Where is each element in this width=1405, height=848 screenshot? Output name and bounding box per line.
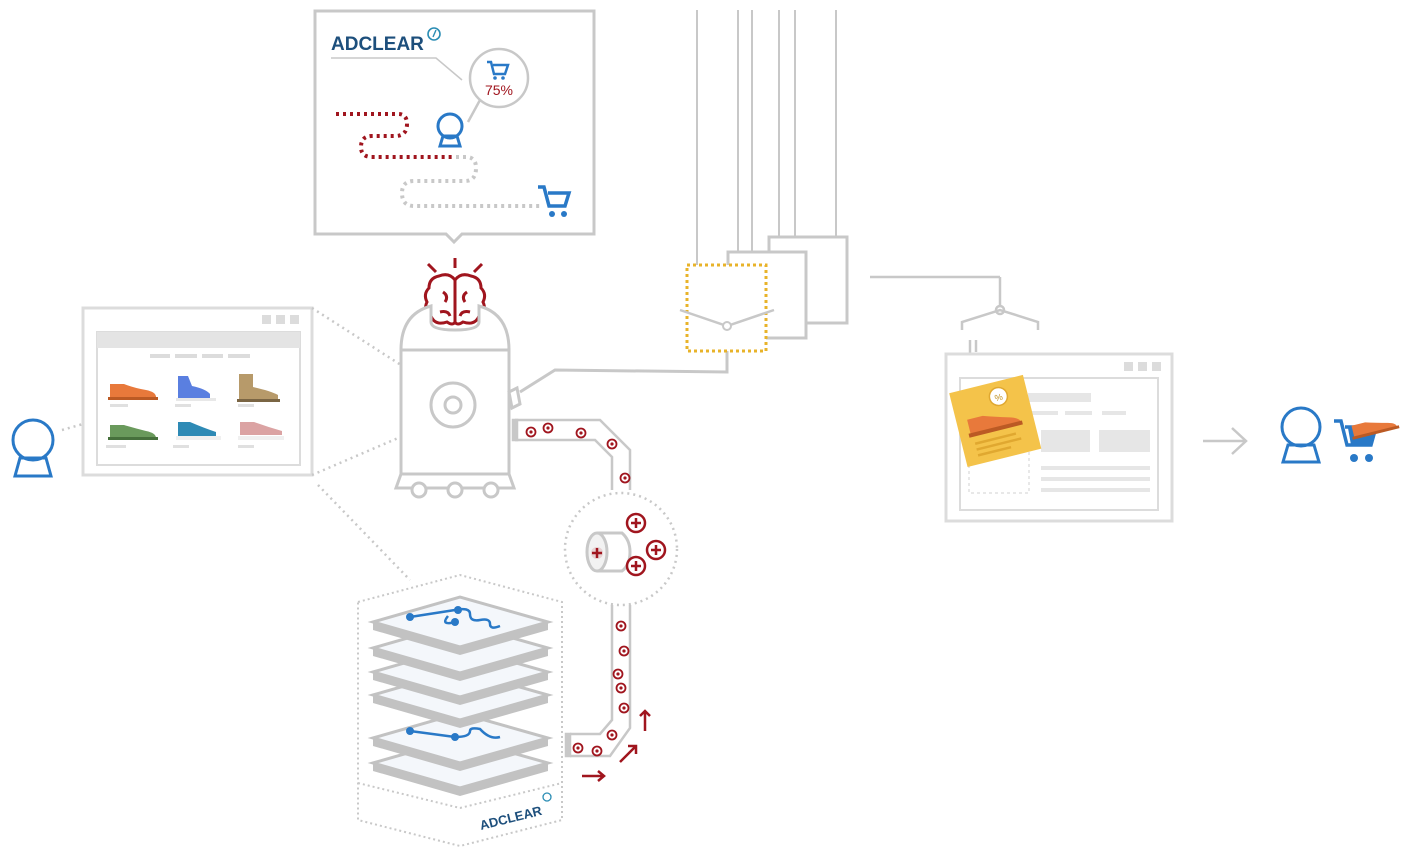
shopping-cart-icon bbox=[1334, 419, 1400, 462]
logo-text-top: ADCLEAR bbox=[331, 34, 424, 55]
shoe-icon bbox=[237, 374, 280, 402]
adclear-logo-top: ADCLEAR bbox=[331, 27, 441, 55]
journey-path-future bbox=[399, 155, 540, 208]
plus-circle-icon bbox=[591, 547, 603, 559]
ad-banner: % bbox=[949, 374, 1042, 468]
brain-icon bbox=[423, 258, 487, 326]
pipe-zoom-circle bbox=[563, 491, 679, 607]
arrow-right-icon bbox=[582, 709, 651, 782]
shopping-cart-icon bbox=[487, 60, 510, 76]
conversion-percent: 75% bbox=[485, 82, 513, 98]
data-layers-icon: ADCLEAR bbox=[357, 573, 563, 848]
user-icon bbox=[11, 418, 55, 478]
plus-circle-icon bbox=[645, 539, 667, 561]
hanger-icon bbox=[960, 277, 1040, 362]
output-pipe bbox=[519, 338, 729, 394]
shoe-icon bbox=[108, 384, 158, 400]
shoe-icon bbox=[1351, 422, 1400, 440]
user-icon bbox=[436, 112, 464, 148]
shop-browser-window bbox=[81, 306, 314, 477]
discount-tag-icon: % bbox=[988, 386, 1009, 407]
user-icon bbox=[1280, 406, 1322, 464]
data-pipe bbox=[511, 418, 632, 758]
data-tokens bbox=[525, 422, 631, 757]
adclear-logo-bottom: ADCLEAR bbox=[478, 792, 552, 833]
creative-hangers bbox=[696, 10, 837, 265]
shoe-icon bbox=[176, 376, 216, 401]
shoe-icon bbox=[108, 425, 158, 440]
selected-creative bbox=[679, 263, 775, 353]
shopping-cart-icon bbox=[538, 185, 572, 217]
conversion-probability-bubble: 75% bbox=[466, 47, 530, 123]
shoe-icon bbox=[238, 422, 284, 440]
plus-circle-icon bbox=[625, 555, 647, 577]
shoe-icon bbox=[176, 422, 221, 440]
journey-panel: ADCLEAR 75% bbox=[313, 9, 596, 245]
shoe-icon bbox=[967, 415, 1023, 438]
svg-text:%: % bbox=[994, 392, 1004, 404]
plus-circle-icon bbox=[625, 512, 647, 534]
arrow-right-icon bbox=[1203, 427, 1248, 455]
ai-engine-machine bbox=[393, 304, 522, 499]
logo-text-bottom: ADCLEAR bbox=[478, 803, 544, 833]
journey-path-past bbox=[336, 112, 452, 159]
